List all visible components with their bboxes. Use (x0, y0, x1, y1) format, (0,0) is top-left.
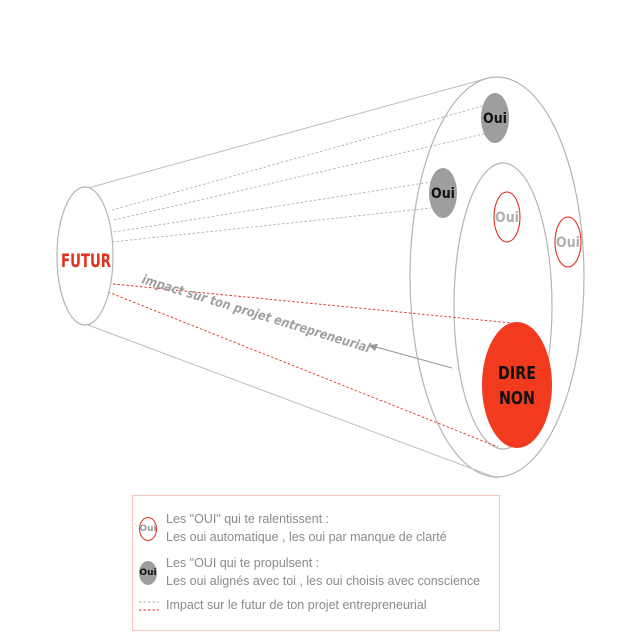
futur-label: FUTUR (61, 250, 111, 272)
legend-impact-text: Impact sur le futur de ton projet entrep… (166, 598, 427, 612)
oui-propel-top (481, 93, 509, 143)
impact-arrow (371, 345, 453, 369)
legend-oui-slow-badge: Oui (139, 517, 157, 541)
legend-box: Oui Les "OUI" qui te ralentissent : Les … (132, 495, 500, 631)
legend-propelling-desc: Les oui alignés avec toi , les oui chois… (166, 574, 481, 588)
oui-slow-outer-label: Oui (556, 235, 580, 251)
legend-slowing-desc: Les oui automatique , les oui par manque… (166, 530, 447, 544)
futur-ellipse (56, 186, 114, 326)
legend-slowing-title: Les "OUI" qui te ralentissent : (166, 512, 330, 526)
red-impact-lines (107, 283, 513, 448)
legend-oui-propel-badge: Oui (139, 561, 157, 585)
impact-label: impact sur ton projet entrepreneurial (140, 272, 373, 356)
oui-propel-mid (429, 168, 457, 218)
legend-dashed-lines-icon (139, 601, 159, 611)
gray-impact-lines (111, 103, 493, 243)
impact-arrowhead (368, 344, 378, 351)
cone-top-edge (87, 76, 493, 189)
oui-slow-inner (493, 191, 521, 243)
inner-ring (453, 162, 553, 450)
oui-slow-outer (554, 216, 582, 268)
legend-propelling-text: Les "OUI qui te propulsent : Les oui ali… (166, 554, 480, 590)
dire-non-circle (482, 322, 552, 448)
outer-ring (409, 76, 585, 478)
cone-bottom-edge (79, 321, 498, 479)
legend-propelling-title: Les "OUI qui te propulsent : (166, 556, 320, 570)
dire-non-line2: NON (499, 388, 535, 409)
oui-propel-top-label: Oui (483, 111, 507, 127)
oui-slow-inner-label: Oui (495, 210, 519, 226)
legend-slowing-text: Les "OUI" qui te ralentissent : Les oui … (166, 510, 447, 546)
oui-propel-mid-label: Oui (431, 186, 455, 202)
dire-non-line1: DIRE (498, 363, 536, 384)
